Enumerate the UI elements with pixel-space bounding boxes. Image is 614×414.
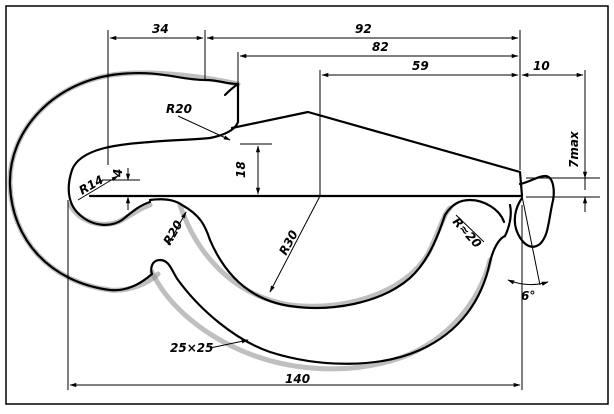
dimension-lines bbox=[67, 30, 600, 390]
dim-59: 59 bbox=[412, 59, 429, 73]
radius-r20-right: R≈20 bbox=[450, 215, 484, 251]
radius-r14: R14 bbox=[77, 172, 106, 197]
radius-r20-lower: R20 bbox=[160, 218, 185, 247]
dim-18: 18 bbox=[234, 161, 248, 178]
dim-angle-6: 6° bbox=[521, 289, 535, 303]
dim-10: 10 bbox=[533, 59, 550, 73]
radius-r20-top: R20 bbox=[166, 102, 192, 116]
dim-4: 4 bbox=[111, 169, 125, 178]
page-border bbox=[5, 5, 609, 405]
radius-r30: R30 bbox=[276, 228, 301, 257]
section-25x25: 25×25 bbox=[170, 341, 213, 355]
dim-7max: 7max bbox=[567, 130, 581, 168]
dim-140: 140 bbox=[285, 372, 310, 386]
dim-34: 34 bbox=[152, 22, 169, 36]
dim-82: 82 bbox=[372, 40, 389, 54]
dim-92: 92 bbox=[355, 22, 372, 36]
hook-outline bbox=[7, 70, 555, 372]
